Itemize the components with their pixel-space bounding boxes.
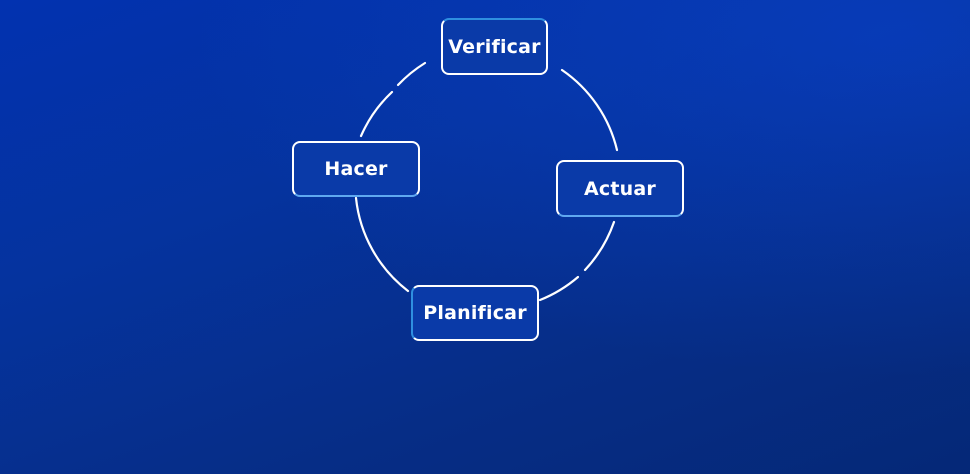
node-verificar-label: Verificar bbox=[448, 35, 541, 58]
ring-segment-bottom-left bbox=[354, 196, 410, 293]
ring-segment-bottom-right bbox=[538, 275, 580, 302]
node-planificar-label: Planificar bbox=[423, 302, 527, 324]
node-actuar[interactable]: Actuar bbox=[556, 160, 684, 217]
ring-segment-top-right bbox=[560, 68, 619, 152]
ring-segment-top-left bbox=[396, 61, 427, 87]
node-hacer[interactable]: Hacer bbox=[292, 141, 420, 197]
node-actuar-label: Actuar bbox=[584, 177, 656, 200]
ring-segment-left bbox=[359, 90, 394, 138]
node-hacer-label: Hacer bbox=[324, 158, 388, 180]
node-planificar[interactable]: Planificar bbox=[411, 285, 539, 341]
node-verificar[interactable]: Verificar bbox=[441, 18, 548, 75]
ring-segment-right bbox=[583, 220, 616, 272]
